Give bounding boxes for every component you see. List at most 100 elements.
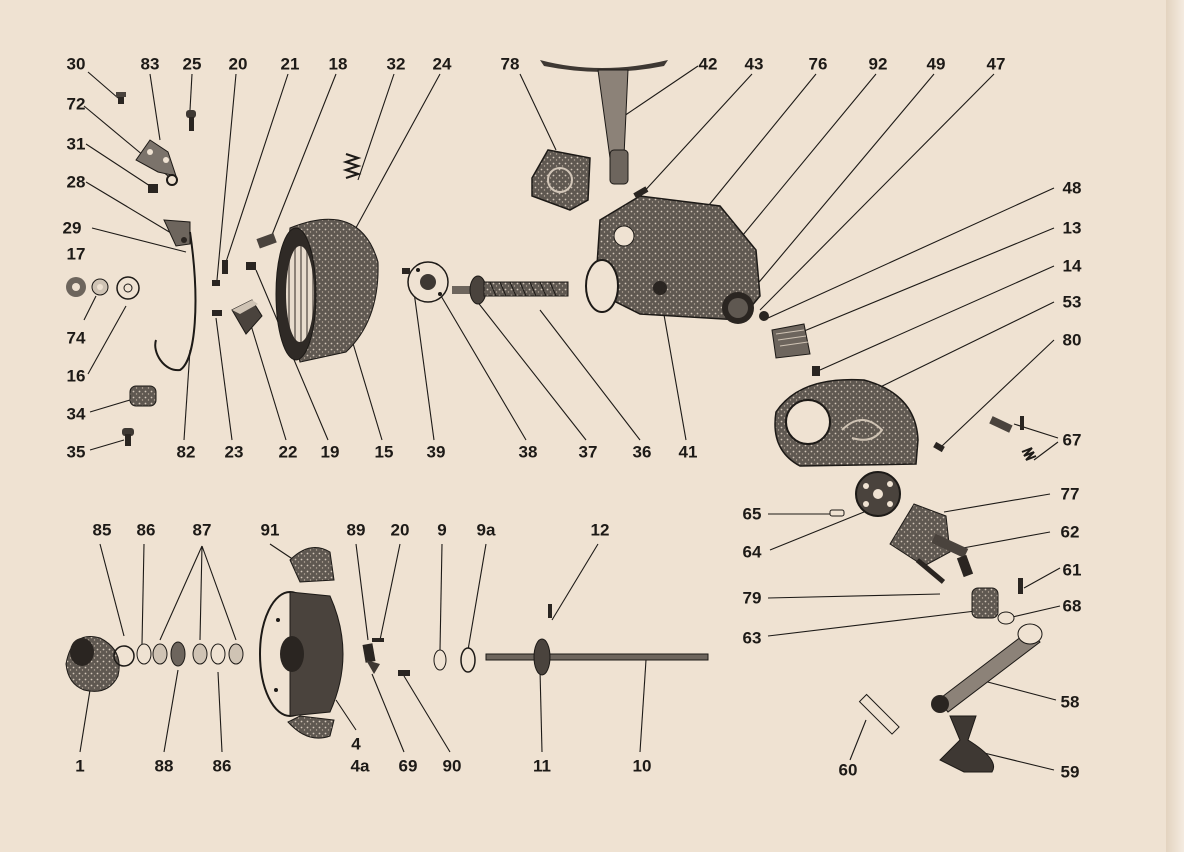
leader-53 — [869, 301, 1055, 393]
leader-38 — [433, 283, 527, 441]
part-label-85: 85 — [92, 520, 112, 540]
leader-28 — [85, 181, 177, 237]
part-label-79: 79 — [742, 588, 762, 608]
screw-14 — [812, 366, 820, 376]
pin-65 — [829, 509, 845, 517]
leader-12 — [551, 543, 599, 621]
washer-86a — [136, 643, 152, 665]
pin-43 — [633, 186, 649, 199]
leader-13 — [791, 227, 1055, 337]
part-label-10: 10 — [632, 756, 652, 776]
leader-68 — [1007, 605, 1061, 619]
leader-76 — [699, 73, 817, 217]
washer-87b — [192, 643, 208, 665]
latch-67 — [989, 416, 1037, 461]
part-label-90: 90 — [442, 756, 462, 776]
part-label-20: 20 — [228, 54, 248, 74]
pin-12 — [548, 604, 552, 618]
part-label-91: 91 — [260, 520, 280, 540]
leader-1 — [79, 689, 91, 753]
part-label-25: 25 — [182, 54, 202, 74]
part-label-86-lower: 86 — [212, 756, 232, 776]
washer-86b — [210, 643, 226, 665]
screw-90 — [398, 670, 410, 676]
part-label-20-lower: 20 — [390, 520, 410, 540]
part-label-65: 65 — [742, 504, 762, 524]
leader-62 — [951, 531, 1051, 551]
screw-30 — [116, 92, 126, 104]
part-label-35: 35 — [66, 442, 86, 462]
leader-60 — [849, 719, 867, 761]
small-pin-21 — [222, 260, 228, 274]
part-label-36: 36 — [632, 442, 652, 462]
leader-87a — [159, 545, 203, 641]
leader-15 — [351, 339, 383, 441]
part-label-62: 62 — [1060, 522, 1080, 542]
bail-arm-78 — [531, 149, 591, 211]
part-label-31: 31 — [66, 134, 86, 154]
gear-47 — [722, 292, 754, 324]
washer-74 — [91, 278, 109, 296]
leader-69 — [371, 673, 405, 753]
leader-63 — [767, 609, 985, 637]
part-label-4: 4 — [351, 734, 361, 754]
part-label-67: 67 — [1062, 430, 1082, 450]
part-label-61: 61 — [1062, 560, 1082, 580]
main-shaft-10 — [485, 653, 709, 661]
leader-67b — [1033, 441, 1059, 461]
part-label-28: 28 — [66, 172, 86, 192]
plate-13 — [771, 323, 811, 359]
leader-36 — [539, 309, 641, 441]
leader-88 — [163, 669, 179, 753]
part-label-47: 47 — [986, 54, 1006, 74]
knob-63 — [971, 587, 999, 619]
leader-18 — [269, 73, 337, 241]
washer-16 — [116, 276, 140, 300]
pin-20b — [372, 638, 384, 642]
leader-42 — [623, 65, 699, 117]
leader-34 — [89, 399, 131, 413]
part-label-22: 22 — [278, 442, 298, 462]
part-label-9: 9 — [437, 520, 447, 540]
part-label-82: 82 — [176, 442, 196, 462]
part-label-49: 49 — [926, 54, 946, 74]
pin-18 — [256, 232, 277, 249]
leader-74 — [83, 295, 97, 321]
leader-43 — [639, 73, 753, 197]
part-label-23: 23 — [224, 442, 244, 462]
part-label-69: 69 — [398, 756, 418, 776]
washer-9a — [460, 647, 476, 673]
spring-32 — [342, 152, 362, 180]
leader-59 — [979, 751, 1055, 771]
leader-37 — [475, 299, 587, 441]
part-label-42: 42 — [698, 54, 718, 74]
part-label-17: 17 — [66, 244, 86, 264]
part-label-4a: 4a — [350, 756, 370, 776]
bracket-28 — [163, 219, 191, 247]
screw-23 — [212, 310, 222, 316]
part-label-43: 43 — [744, 54, 764, 74]
part-label-86: 86 — [136, 520, 156, 540]
leader-41 — [659, 291, 687, 441]
leader-79 — [767, 593, 941, 599]
gear-64 — [855, 471, 901, 517]
washer-87a — [152, 643, 168, 665]
part-label-41: 41 — [678, 442, 698, 462]
leader-86b — [217, 671, 223, 753]
housing-41 — [585, 195, 761, 321]
leader-35 — [89, 439, 125, 451]
leader-64 — [769, 511, 865, 551]
washer-88 — [170, 641, 186, 667]
part-label-18: 18 — [328, 54, 348, 74]
leader-58 — [979, 679, 1057, 701]
leader-32 — [357, 73, 395, 181]
part-label-16: 16 — [66, 366, 86, 386]
pinion-11 — [533, 638, 551, 676]
nut-17 — [66, 277, 86, 297]
nut-31 — [148, 184, 158, 193]
part-label-74: 74 — [66, 328, 86, 348]
leader-80 — [941, 339, 1055, 447]
screw-80 — [933, 441, 945, 453]
